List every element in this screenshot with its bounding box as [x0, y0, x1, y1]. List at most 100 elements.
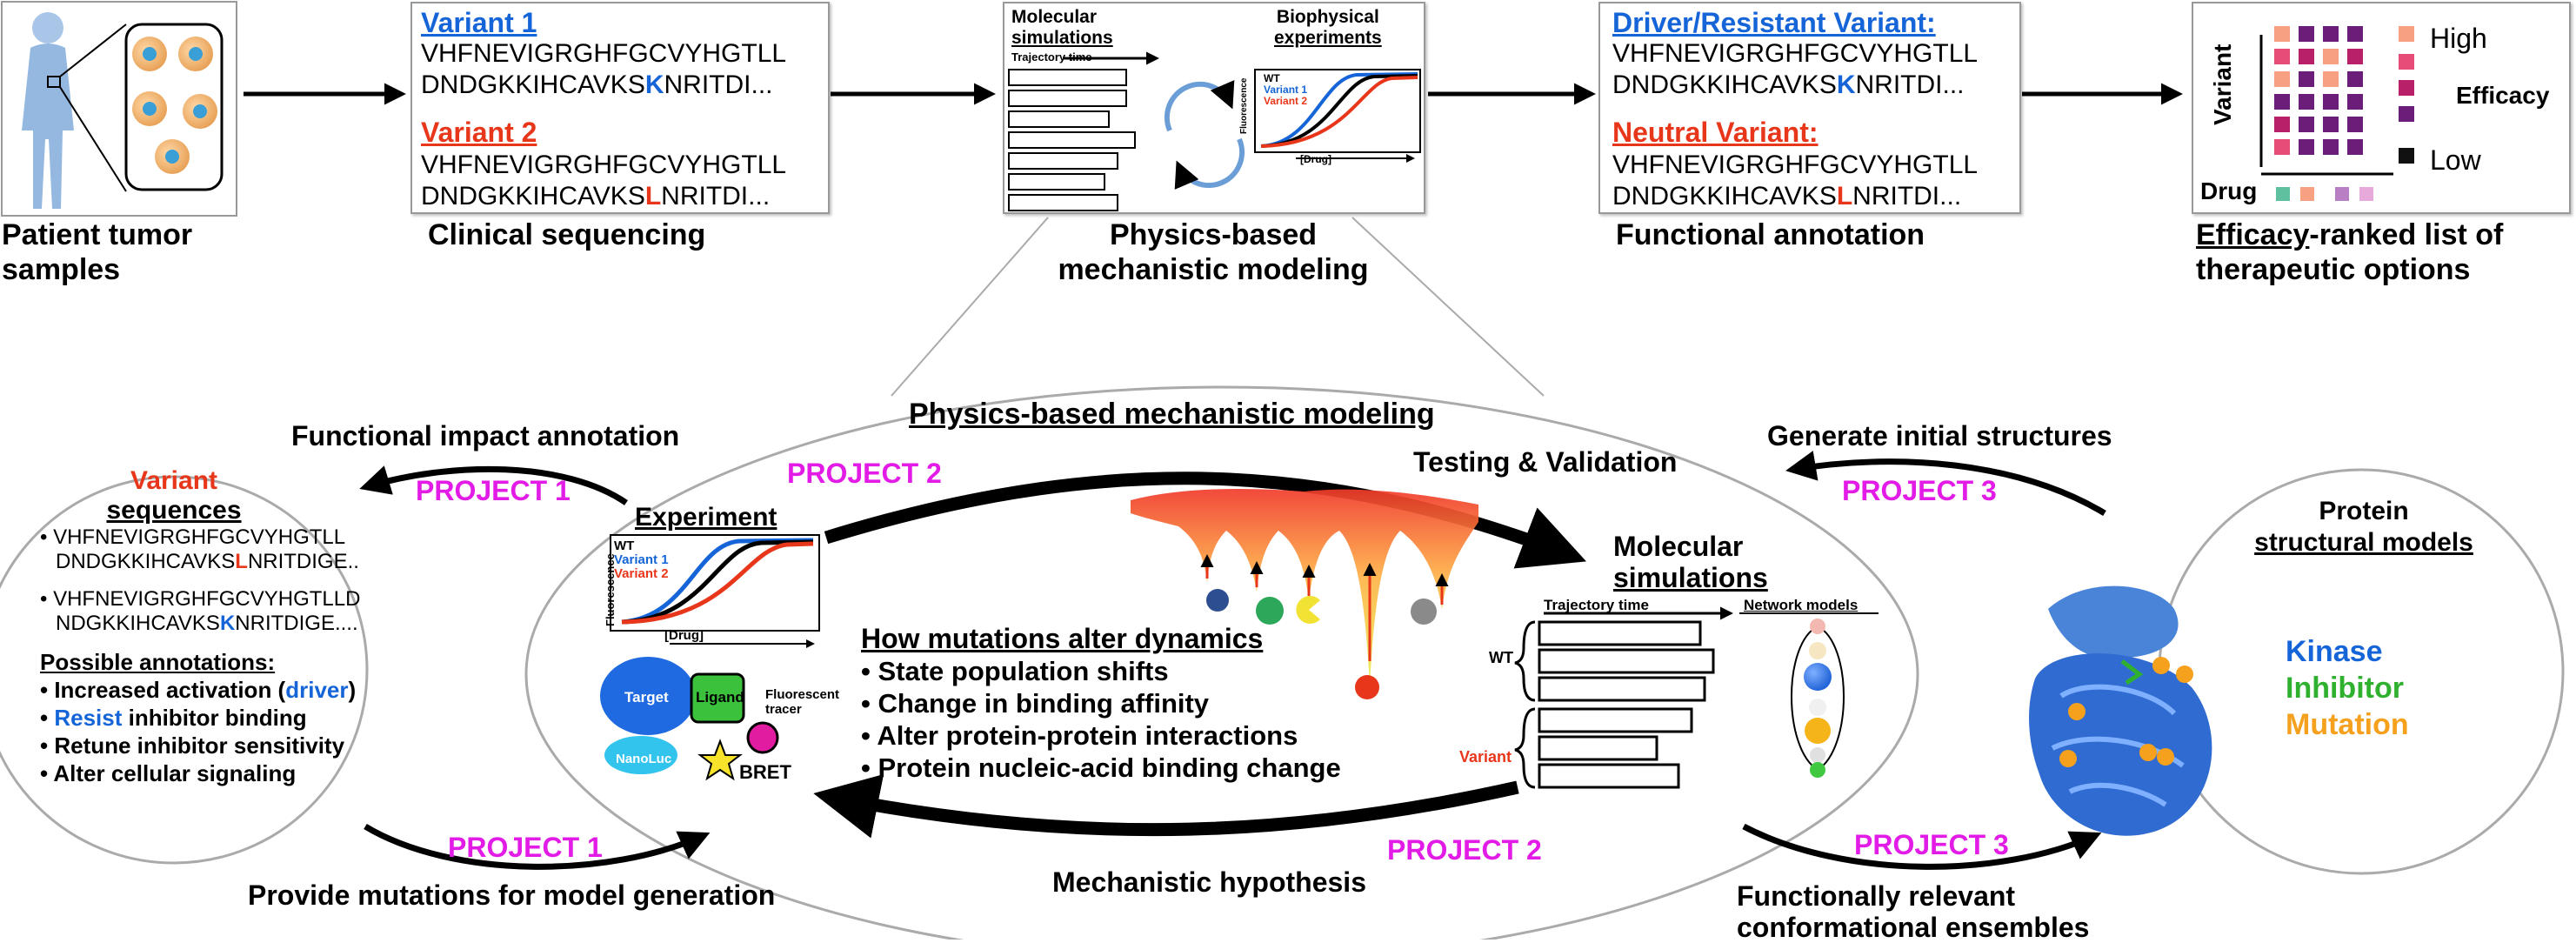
bottom-molsim-label: Molecular simulations: [1613, 531, 1768, 593]
variant1-mutation: K: [644, 70, 664, 99]
bret-assay-icon: [600, 657, 779, 781]
efficacy-drug-label: Drug: [2200, 177, 2258, 204]
annotation-3: • Retune inhibitor sensitivity: [40, 732, 345, 759]
network-models-label: Network models: [1744, 597, 1859, 613]
top-bio-label: Biophysical experiments: [1274, 7, 1382, 48]
kinase-structure-icon: [2029, 585, 2212, 836]
physics-caption: Physics-based mechanistic modeling: [1058, 218, 1369, 286]
top-binding-curves: [1260, 72, 1418, 148]
network-model-icon: [1791, 619, 1845, 778]
neutral-title: Neutral Variant:: [1612, 117, 1819, 148]
efficacy-axes: [2259, 35, 2393, 176]
variant2-title: Variant 2: [421, 117, 537, 148]
heatmap-cell: [2299, 49, 2314, 64]
ligand-label: Ligand: [696, 689, 744, 706]
heatmap-cell: [2347, 117, 2363, 132]
efficacy-scale-label: Efficacy: [2456, 82, 2550, 109]
heatmap-cell: [2347, 71, 2363, 87]
clinical-caption: Clinical sequencing: [428, 218, 706, 251]
project1-bottom-label: PROJECT 1: [448, 832, 603, 863]
center-ellipse: [524, 385, 1919, 940]
zoom-lines: [891, 217, 1545, 397]
variant-sequences-title: Variant sequences: [106, 466, 242, 525]
project1-top-label: PROJECT 1: [416, 475, 571, 506]
physics-box: Molecular simulations Trajectory time Bi…: [1003, 2, 1425, 214]
left-seq1: • VHFNEVIGRGHFGCVYHGTLL DNDGKKIHCAVKSLNR…: [40, 525, 359, 573]
neutral-seq-line1: VHFNEVIGRGHFGCVYHGTLL: [1612, 150, 1979, 179]
exp-binding-curves: [621, 538, 814, 625]
driver-seq-line2: DNDGKKIHCAVKSKNRITDI...: [1612, 70, 1965, 99]
heatmap-cell: [2274, 26, 2290, 42]
patient-caption-line1: Patient tumor: [2, 218, 193, 251]
neutral-seq-line2: DNDGKKIHCAVKSLNRITDI...: [1612, 182, 1962, 211]
wt-label: WT: [1489, 649, 1513, 666]
heatmap-cell: [2299, 94, 2314, 110]
exp-plot-yaxis: Fluorescence: [604, 553, 617, 626]
variant1-seq-line1: VHFNEVIGRGHFGCVYHGTLL: [421, 39, 787, 68]
exp-plot-xaxis: [Drug]: [664, 628, 704, 643]
driver-seq-line1: VHFNEVIGRGHFGCVYHGTLL: [1612, 39, 1979, 68]
driver-title: Driver/Resistant Variant:: [1612, 7, 1936, 38]
annotation-4: • Alter cellular signaling: [40, 760, 297, 786]
patient-caption: Patient tumor samples: [2, 217, 192, 287]
annotation-1: • Increased activation (driver): [40, 677, 357, 703]
variant2-mutation: L: [644, 182, 662, 211]
center-title: Physics-based mechanistic modeling: [909, 398, 1435, 431]
generate-structures-label: Generate initial structures: [1767, 420, 2112, 451]
ensembles-label: Functionally relevant conformational ens…: [1737, 880, 2090, 943]
heatmap-cell: [2323, 139, 2339, 155]
heatmap-cell: [2299, 117, 2314, 132]
bottom-trajectory-frames: [1538, 620, 1715, 789]
functional-annotation-box: Driver/Resistant Variant: VHFNEVIGRGHFGC…: [1598, 2, 2021, 214]
efficacy-variant-label: Variant: [2209, 43, 2236, 125]
variant-label: Variant: [1459, 748, 1512, 766]
annotations-title: Possible annotations:: [40, 649, 276, 675]
cycle-arrows-icon: [1164, 80, 1245, 190]
left-seq2: • VHFNEVIGRGHFGCVYHGTLLD NDGKKIHCAVKSKNR…: [40, 587, 361, 635]
trajectory-braces: [1514, 620, 1536, 789]
mutation-label: Mutation: [2286, 708, 2409, 741]
patient-caption-line2: samples: [2, 253, 121, 286]
heatmap-cell: [2274, 71, 2290, 87]
functional-impact-label: Functional impact annotation: [291, 420, 680, 451]
kinase-label: Kinase: [2286, 635, 2383, 668]
heatmap-cell: [2274, 94, 2290, 110]
top-plot-yaxis: Fluorescence: [1239, 77, 1249, 134]
annotations-block: Possible annotations: • Increased activa…: [40, 648, 356, 787]
efficacy-heatmap: [2274, 26, 2363, 155]
bret-label: BRET: [739, 761, 791, 783]
top-trajectory-label: Trajectory time: [1011, 50, 1092, 64]
top-trajectory-frames: [1008, 69, 1136, 211]
inhibitor-label: Inhibitor: [2286, 672, 2404, 705]
heatmap-cell: [2323, 117, 2339, 132]
heatmap-cell: [2274, 49, 2290, 64]
nanoluc-label: NanoLuc: [616, 752, 672, 766]
heatmap-cell: [2347, 49, 2363, 64]
left-circle: [0, 475, 369, 865]
efficacy-high-label: High: [2430, 23, 2487, 54]
heatmap-cell: [2299, 139, 2314, 155]
top-plot-xaxis: [Drug]: [1300, 153, 1331, 165]
heatmap-cell: [2347, 26, 2363, 42]
heatmap-cell: [2323, 71, 2339, 87]
how-item-3: • Alter protein-protein interactions: [861, 720, 1298, 751]
project2-top-label: PROJECT 2: [787, 458, 942, 489]
heatmap-cell: [2347, 139, 2363, 155]
variant1-title: Variant 1: [421, 7, 537, 38]
how-mutations-block: How mutations alter dynamics • State pop…: [861, 622, 1341, 784]
heatmap-cell: [2274, 117, 2290, 132]
how-item-1: • State population shifts: [861, 656, 1169, 686]
heatmap-cell: [2323, 49, 2339, 64]
experiment-label: Experiment: [635, 503, 777, 532]
efficacy-box: Variant Drug High Efficacy Low: [2192, 2, 2571, 214]
testing-validation-label: Testing & Validation: [1413, 446, 1678, 478]
drug-swatches: [2276, 187, 2373, 201]
heatmap-cell: [2323, 94, 2339, 110]
heatmap-cell: [2274, 139, 2290, 155]
functional-caption: Functional annotation: [1616, 218, 1925, 251]
bottom-trajectory-label: Trajectory time: [1544, 597, 1649, 613]
efficacy-caption: Efficacy-ranked list of therapeutic opti…: [2196, 218, 2504, 286]
variant1-seq-line2: DNDGKKIHCAVKSKNRITDI...: [421, 70, 773, 99]
